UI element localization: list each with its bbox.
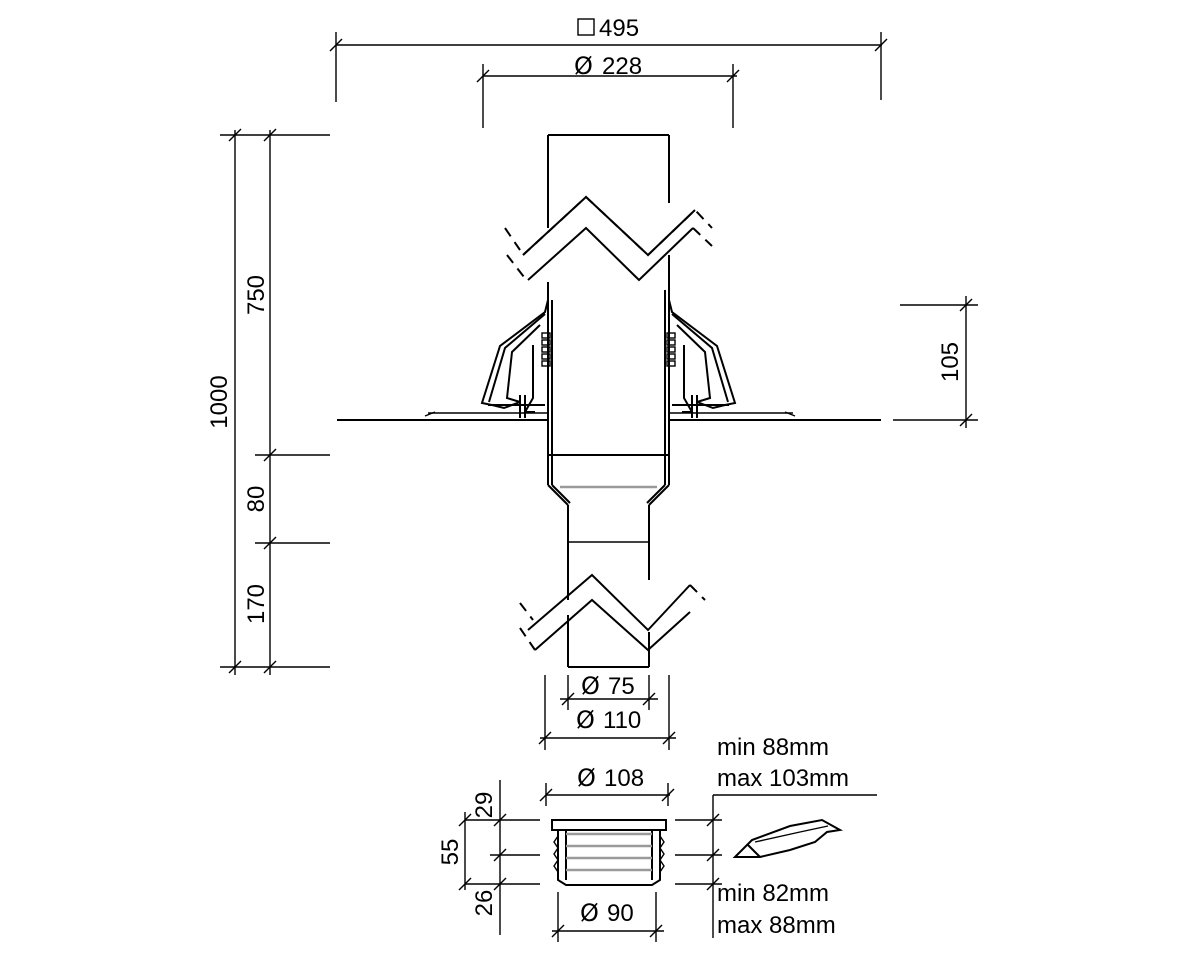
dimension-vertical-right: 105 [893,296,978,428]
pipe-outer-diameter-label: 110 [603,707,641,734]
dimension-pipe-diameters: Ø 75 Ø 110 [538,672,676,750]
wedge-icon [732,818,844,858]
roof-outlet-drawing [337,134,881,668]
range-upper-min: min 88mm [717,734,829,761]
height-upper-label: 750 [243,275,270,315]
insert-height-middle-label: 55 [437,839,464,866]
diameter-symbol-75: Ø [581,672,600,700]
range-lower-min: min 82mm [717,880,829,907]
insert-bottom-diameter-label: 90 [607,900,634,927]
dimension-diameter-228: Ø 228 [476,52,740,128]
diameter-symbol-110: Ø [576,706,595,734]
diameter-symbol-90: Ø [580,899,599,927]
insert-height-top-label: 29 [471,792,498,819]
height-middle-label: 80 [243,486,270,513]
range-lower-max: max 88mm [717,912,836,939]
right-gasket [666,332,676,367]
dimension-square-495: 495 [329,15,888,102]
pipe-inner-diameter-label: 75 [608,673,635,700]
range-indicator: min 88mm max 103mm min 82mm max 88mm [675,734,877,939]
height-total-label: 1000 [206,375,233,428]
height-right-label: 105 [937,342,964,382]
range-upper-max: max 103mm [717,765,849,792]
square-value-label: 495 [599,15,639,42]
left-gasket [541,332,551,367]
outer-diameter-label: 228 [602,53,642,80]
insert-top-diameter-label: 108 [604,765,644,792]
height-lower-label: 170 [243,584,270,624]
dimension-vertical-left: 1000 750 80 170 [206,128,330,675]
insert-height-bottom-label: 26 [471,890,498,917]
dimension-insert-heights: 29 55 26 [437,780,540,935]
diameter-symbol: Ø [574,52,593,80]
seal-insert-drawing: Ø 108 Ø 90 [539,764,675,942]
diameter-symbol-108: Ø [577,764,596,792]
